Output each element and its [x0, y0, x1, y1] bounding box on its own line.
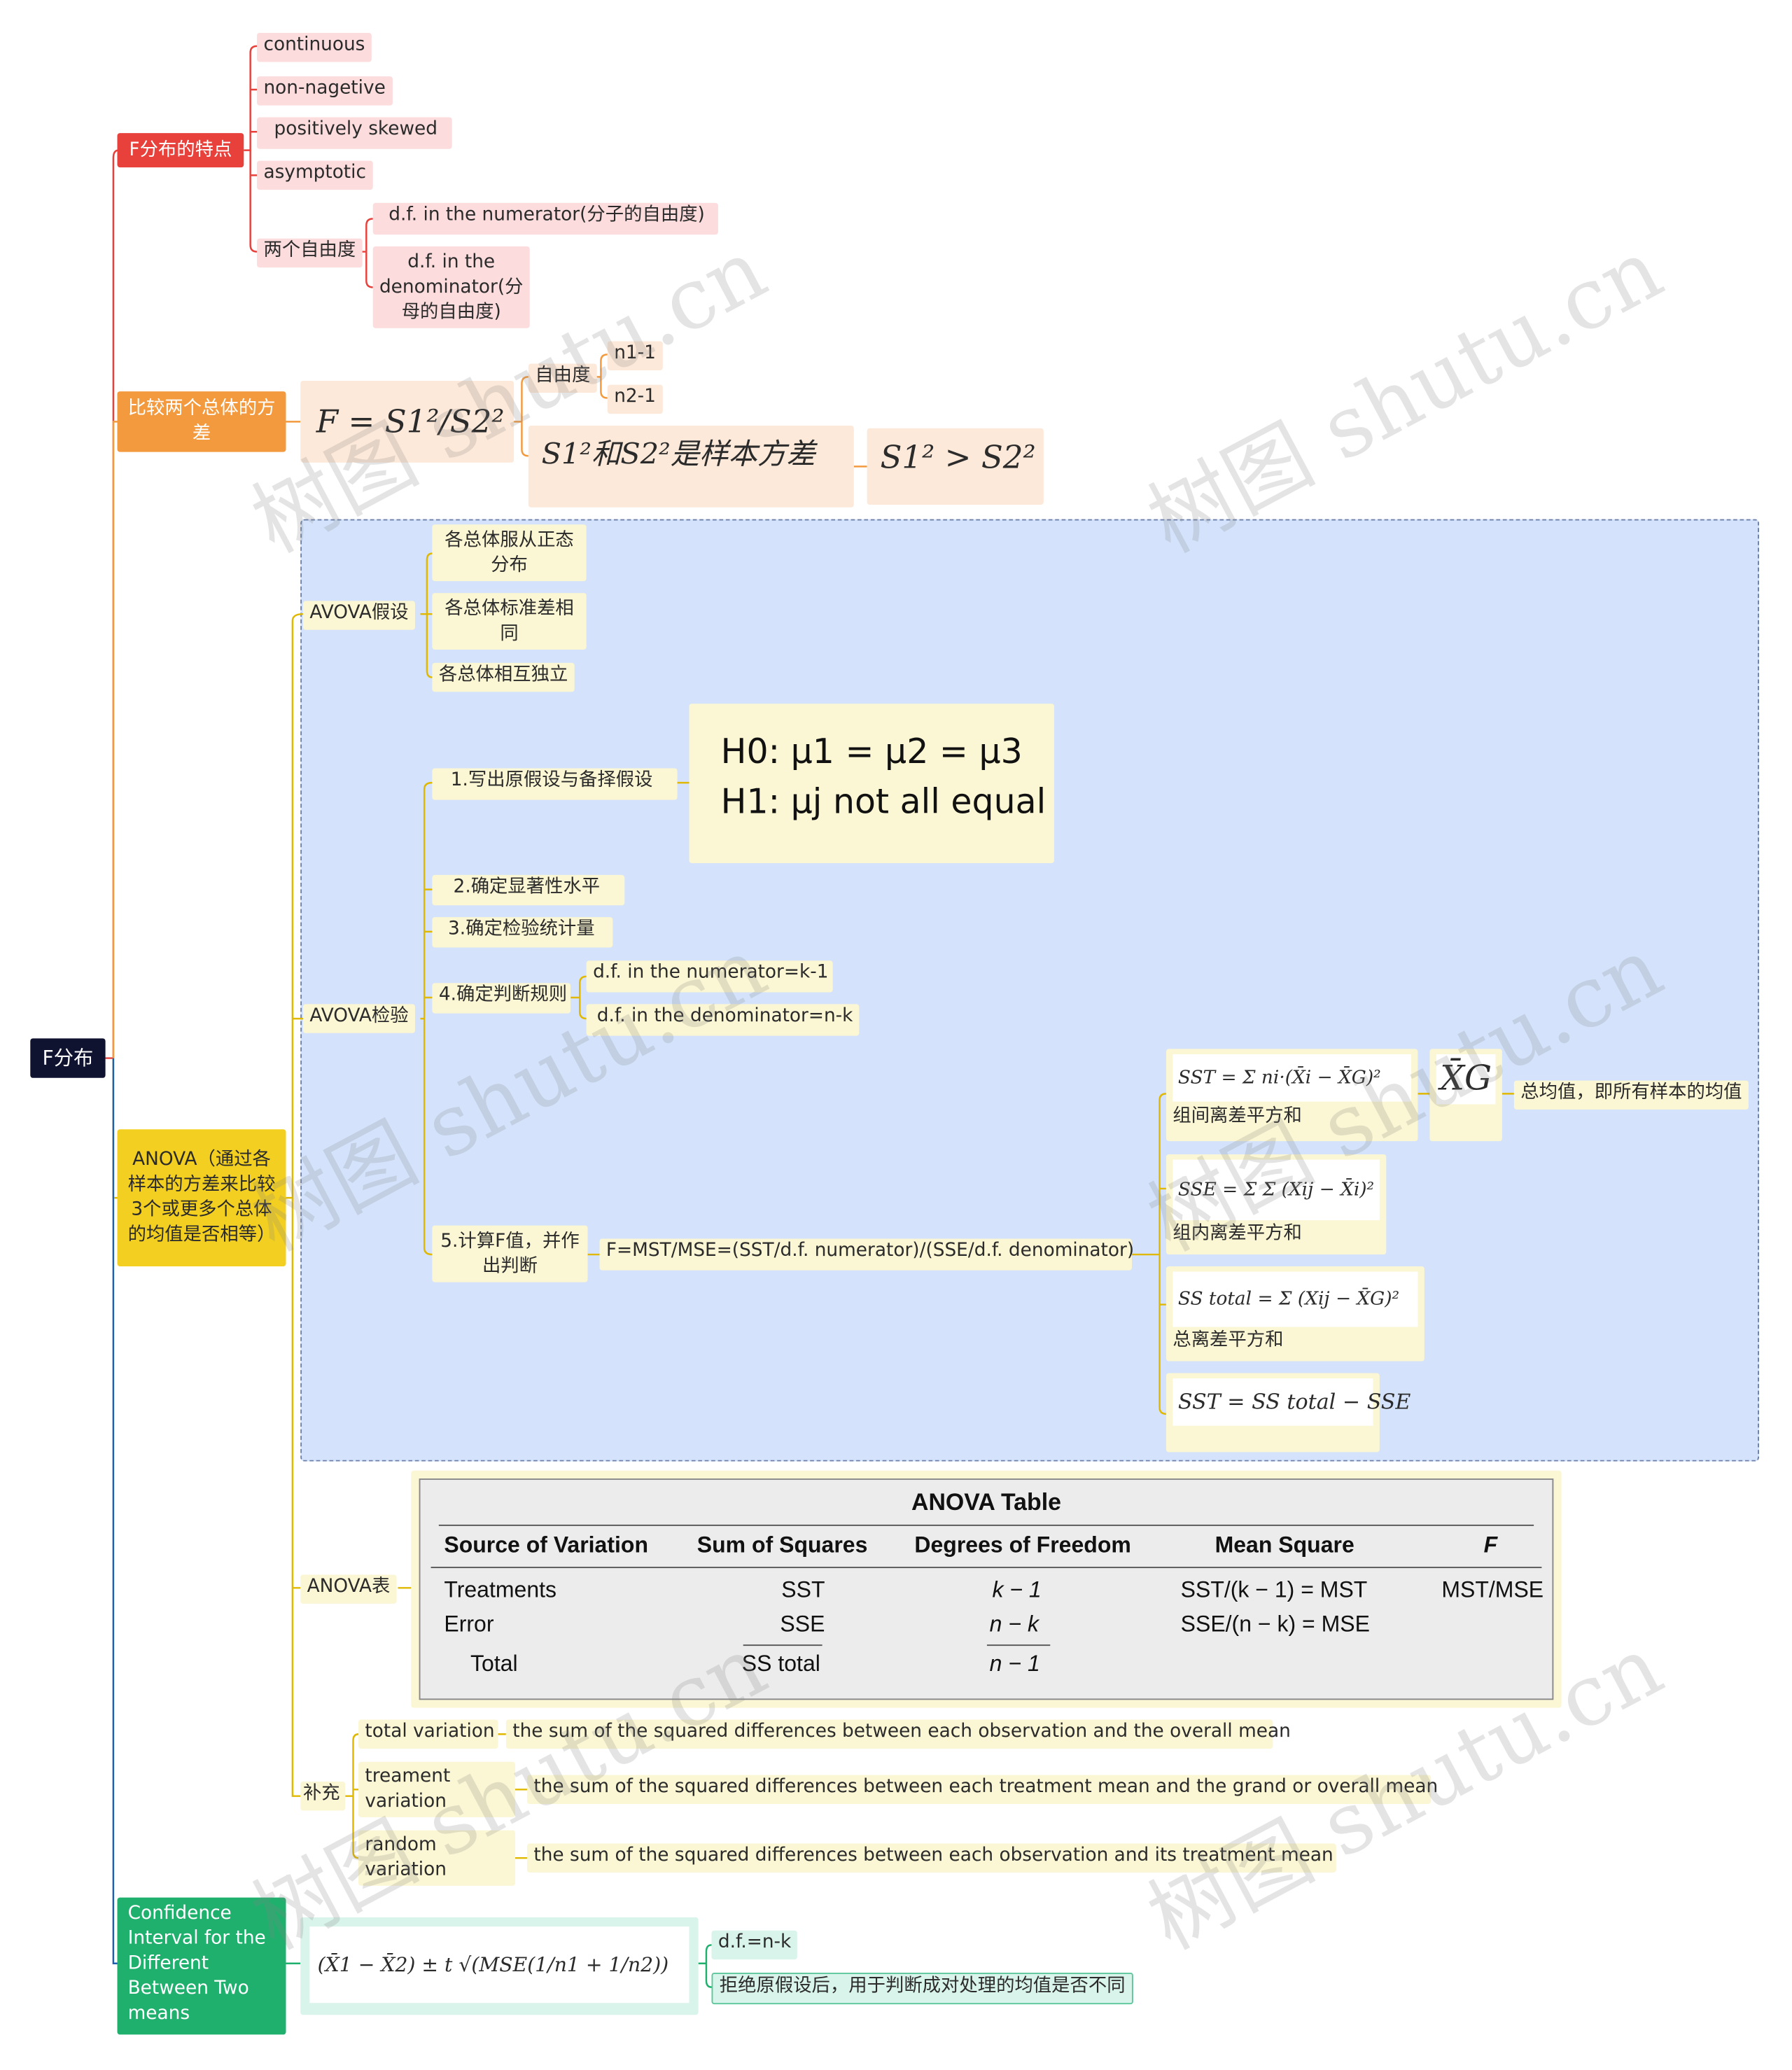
- table-header-df: Degrees of Freedom: [914, 1532, 1131, 1558]
- ci-dof[interactable]: d.f.=n-k: [711, 1930, 798, 1960]
- sse-node[interactable]: SSE = Σ Σ (Xij − X̄i)² 组内离差平方和: [1166, 1154, 1387, 1255]
- sse-label: 组内离差平方和: [1172, 1222, 1302, 1244]
- compare-sample-note[interactable]: S1²和S2²是样本方差: [528, 426, 854, 508]
- table-cell: n − 1: [989, 1651, 1040, 1677]
- supp-desc-treatment[interactable]: the sum of the squared differences betwe…: [526, 1775, 1438, 1805]
- table-cell: SSE: [780, 1611, 825, 1637]
- dof-denominator[interactable]: d.f. in the denominator(分母的自由度): [372, 246, 530, 328]
- table-cell: SSE/(n − k) = MSE: [1180, 1611, 1370, 1637]
- feature-non-negative[interactable]: non-nagetive: [257, 76, 393, 106]
- table-rule-mid: [430, 1567, 1542, 1569]
- xg-note[interactable]: 总均值，即所有样本的均值: [1513, 1080, 1749, 1110]
- supp-term-treatment[interactable]: treament variation: [358, 1761, 516, 1817]
- table-header-ss: Sum of Squares: [696, 1532, 868, 1558]
- ci-node[interactable]: Confidence Interval for the Different Be…: [117, 1897, 286, 2035]
- anova-table-title: ANOVA Table: [911, 1489, 1061, 1516]
- feature-two-dof[interactable]: 两个自由度: [257, 238, 363, 268]
- compare-dof-n2[interactable]: n2-1: [607, 384, 663, 414]
- feature-asymptotic[interactable]: asymptotic: [257, 160, 373, 190]
- table-cell: Total: [470, 1651, 518, 1677]
- sstotal-label: 总离差平方和: [1172, 1329, 1284, 1351]
- assumption-independent[interactable]: 各总体相互独立: [432, 662, 575, 692]
- ci-formula-box[interactable]: (X̄1 − X̄2) ± t √(MSE(1/n1 + 1/n2)): [300, 1917, 699, 2015]
- compare-formula[interactable]: F = S1²/S2²: [300, 381, 514, 463]
- anova-table-node[interactable]: ANOVA表: [300, 1574, 397, 1604]
- relation-node[interactable]: SST = SS total − SSE: [1166, 1373, 1410, 1453]
- step-5[interactable]: 5.计算F值，并作出判断: [432, 1225, 588, 1282]
- table-rule-sum: [743, 1644, 822, 1646]
- supp-desc-random[interactable]: the sum of the squared differences betwe…: [526, 1843, 1336, 1873]
- step-4[interactable]: 4.确定判断规则: [432, 983, 571, 1014]
- table-cell: Treatments: [444, 1577, 557, 1602]
- anova-table: ANOVA Table Source of Variation Sum of S…: [419, 1478, 1554, 1700]
- table-cell: SS total: [741, 1651, 820, 1677]
- feature-continuous[interactable]: continuous: [257, 33, 372, 62]
- hypothesis-box[interactable]: H0: μ1 = μ2 = μ3 H1: μj not all equal: [689, 704, 1054, 863]
- rule-denominator[interactable]: d.f. in the denominator=n-k: [586, 1004, 860, 1036]
- table-cell: n − k: [989, 1611, 1039, 1637]
- supplement-node[interactable]: 补充: [300, 1782, 346, 1811]
- hypothesis-h1: H1: μj not all equal: [720, 783, 1046, 823]
- supp-desc-total[interactable]: the sum of the squared differences betwe…: [505, 1719, 1291, 1749]
- table-header-ms: Mean Square: [1214, 1532, 1354, 1558]
- table-rule-df: [986, 1644, 1051, 1646]
- sstotal-formula: SS total = Σ (Xij − X̄G)²: [1172, 1271, 1418, 1327]
- f-formula[interactable]: F=MST/MSE=(SST/d.f. numerator)/(SSE/d.f.…: [599, 1238, 1134, 1271]
- step-3[interactable]: 3.确定检验统计量: [432, 917, 613, 948]
- anova-test-node[interactable]: AVOVA检验: [302, 1004, 416, 1033]
- dof-numerator[interactable]: d.f. in the numerator(分子的自由度): [372, 202, 718, 235]
- xg-node[interactable]: X̄G: [1429, 1049, 1502, 1142]
- sse-formula: SSE = Σ Σ (Xij − X̄i)²: [1172, 1159, 1380, 1221]
- anova-table-box: ANOVA Table Source of Variation Sum of S…: [411, 1470, 1562, 1708]
- table-cell: SST/(k − 1) = MST: [1180, 1577, 1368, 1602]
- table-cell: SST: [781, 1577, 825, 1602]
- ci-usage[interactable]: 拒绝原假设后，用于判断成对处理的均值是否不同: [711, 1972, 1133, 2005]
- anova-node[interactable]: ANOVA（通过各样本的方差来比较3个或更多个总体的均值是否相等）: [117, 1129, 286, 1266]
- sst-node[interactable]: SST = Σ ni·(X̄i − X̄G)² 组间离差平方和: [1166, 1049, 1418, 1142]
- table-header-f: F: [1483, 1532, 1498, 1558]
- compare-dof-n1[interactable]: n1-1: [607, 341, 663, 370]
- compare-dof[interactable]: 自由度: [528, 363, 597, 393]
- assumption-normal[interactable]: 各总体服从正态分布: [432, 524, 587, 582]
- compare-node[interactable]: 比较两个总体的方差: [117, 391, 286, 452]
- relation-formula: SST = SS total − SSE: [1172, 1378, 1410, 1426]
- sst-formula: SST = Σ ni·(X̄i − X̄G)²: [1172, 1054, 1412, 1102]
- hypothesis-h0: H0: μ1 = μ2 = μ3: [720, 732, 1023, 773]
- table-cell: k − 1: [992, 1577, 1042, 1602]
- table-header-source: Source of Variation: [444, 1532, 649, 1558]
- compare-condition[interactable]: S1² > S2²: [867, 428, 1044, 505]
- rule-numerator[interactable]: d.f. in the numerator=k-1: [586, 960, 833, 993]
- step-1[interactable]: 1.写出原假设与备择假设: [432, 768, 678, 800]
- supp-term-total[interactable]: total variation: [358, 1719, 498, 1749]
- step-2[interactable]: 2.确定显著性水平: [432, 874, 625, 906]
- table-cell: Error: [444, 1611, 494, 1637]
- table-rule-top: [438, 1524, 1534, 1526]
- assumption-equal-sd[interactable]: 各总体标准差相同: [432, 593, 587, 650]
- table-cell: MST/MSE: [1441, 1577, 1544, 1602]
- anova-assumption-node[interactable]: AVOVA假设: [302, 601, 416, 630]
- supp-term-random[interactable]: random variation: [358, 1830, 516, 1886]
- feature-positively-skewed[interactable]: positively skewed: [257, 117, 452, 149]
- ci-formula: (X̄1 − X̄2) ± t √(MSE(1/n1 + 1/n2)): [309, 1926, 690, 2003]
- xg-symbol: X̄G: [1436, 1054, 1496, 1105]
- sstotal-node[interactable]: SS total = Σ (Xij − X̄G)² 总离差平方和: [1166, 1266, 1424, 1362]
- sst-label: 组间离差平方和: [1172, 1105, 1302, 1127]
- root-node[interactable]: F分布: [30, 1038, 106, 1078]
- features-node[interactable]: F分布的特点: [117, 133, 244, 168]
